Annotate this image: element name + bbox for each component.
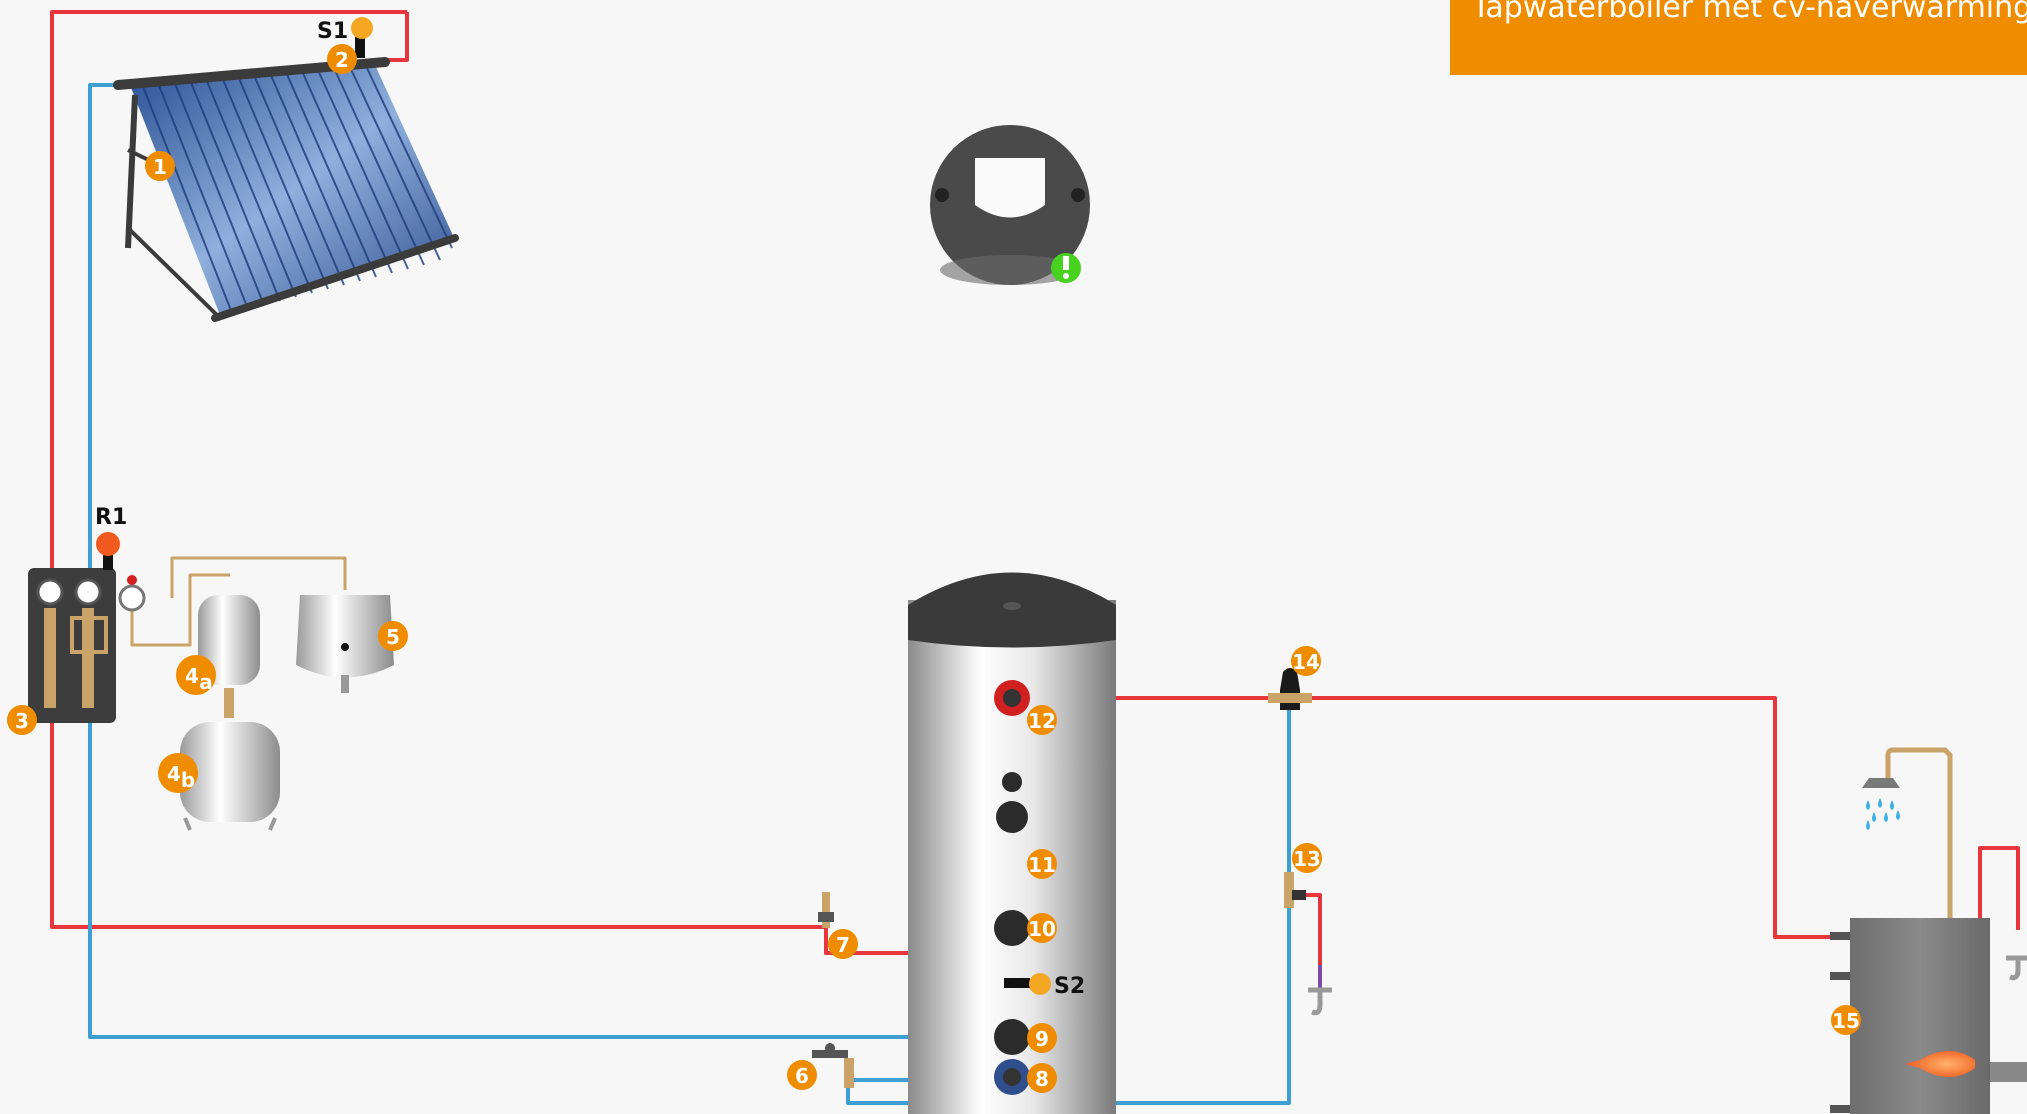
badge-4b-sub: b	[181, 768, 195, 792]
vessel-5	[296, 595, 394, 693]
sensor-s2-body	[1004, 978, 1030, 988]
drain-funnel-13	[1308, 987, 1332, 1016]
hot-pipe-right-stub	[1978, 846, 2020, 930]
title-banner: Tapwaterboiler met cv-naverwarming	[1450, 0, 2027, 75]
badge-6: 6	[787, 1060, 817, 1090]
connection-9	[994, 1019, 1030, 1055]
badge-7: 7	[828, 929, 858, 959]
badge-8-label: 8	[1035, 1067, 1049, 1091]
badge-4a-sub: a	[199, 670, 213, 694]
sensor-s2-dot	[1029, 973, 1051, 995]
badge-14: 14	[1291, 646, 1321, 676]
sensor-label-s2: S2	[1054, 974, 1085, 999]
badge-3-label: 3	[15, 709, 29, 733]
connection-10	[994, 910, 1030, 946]
expansion-vessel-4b	[180, 722, 280, 831]
badge-7-label: 7	[836, 933, 850, 957]
storage-tank	[908, 572, 1116, 1114]
cold-pipe-collector-return	[88, 83, 128, 568]
pump-station	[28, 532, 146, 723]
badge-15: 15	[1831, 1005, 1861, 1035]
hot-pipe-tapwater	[1012, 696, 1850, 939]
badge-6-label: 6	[795, 1064, 809, 1088]
badge-10-label: 10	[1028, 917, 1056, 941]
badge-4b-label: 4	[167, 762, 181, 786]
badge-13: 13	[1292, 843, 1322, 873]
relay-r1-body	[103, 548, 113, 570]
badge-1: 1	[145, 151, 175, 181]
badge-2: 2	[327, 44, 357, 74]
sensor-s1-body	[355, 30, 365, 58]
sensor-label-s1: S1	[317, 19, 348, 44]
shower-icon	[1862, 747, 1953, 920]
drain-funnel-right	[2006, 955, 2027, 981]
valve-7	[818, 892, 834, 928]
flame-icon	[1905, 1051, 1975, 1077]
safety-valve-13	[1284, 872, 1306, 908]
badge-2-label: 2	[335, 48, 349, 72]
cold-pipe-tank-coil	[88, 720, 1012, 1039]
badge-10: 10	[1027, 913, 1057, 943]
exclamation-icon	[1051, 253, 1081, 283]
badge-11-label: 11	[1028, 853, 1056, 877]
relay-r1-dot	[96, 532, 120, 556]
badge-8: 8	[1027, 1063, 1057, 1093]
expansion-line	[130, 556, 347, 647]
badge-5-label: 5	[386, 625, 400, 649]
badge-11: 11	[1027, 849, 1057, 879]
page-title: Tapwaterboiler met cv-naverwarming	[1472, 0, 2027, 25]
mixing-valve-14	[1268, 668, 1312, 710]
solar-collector	[113, 17, 459, 322]
expansion-vessel-4a	[198, 595, 260, 718]
badge-12: 12	[1027, 705, 1057, 735]
sensor-s1-dot	[351, 17, 373, 39]
controller-icon[interactable]	[930, 125, 1090, 285]
badge-1-label: 1	[153, 155, 167, 179]
badge-5: 5	[378, 621, 408, 651]
badge-9-label: 9	[1035, 1027, 1049, 1051]
badge-12-label: 12	[1028, 709, 1056, 733]
badge-13-label: 13	[1293, 847, 1321, 871]
relay-label-r1: R1	[95, 505, 127, 530]
badge-9: 9	[1027, 1023, 1057, 1053]
drain-pipe-13	[1300, 893, 1322, 975]
badge-3: 3	[7, 705, 37, 735]
cv-boiler	[1830, 918, 2027, 1114]
badge-15-label: 15	[1832, 1009, 1860, 1033]
badge-14-label: 14	[1292, 650, 1320, 674]
badge-4a-label: 4	[185, 664, 199, 688]
valve-6	[812, 1043, 854, 1088]
